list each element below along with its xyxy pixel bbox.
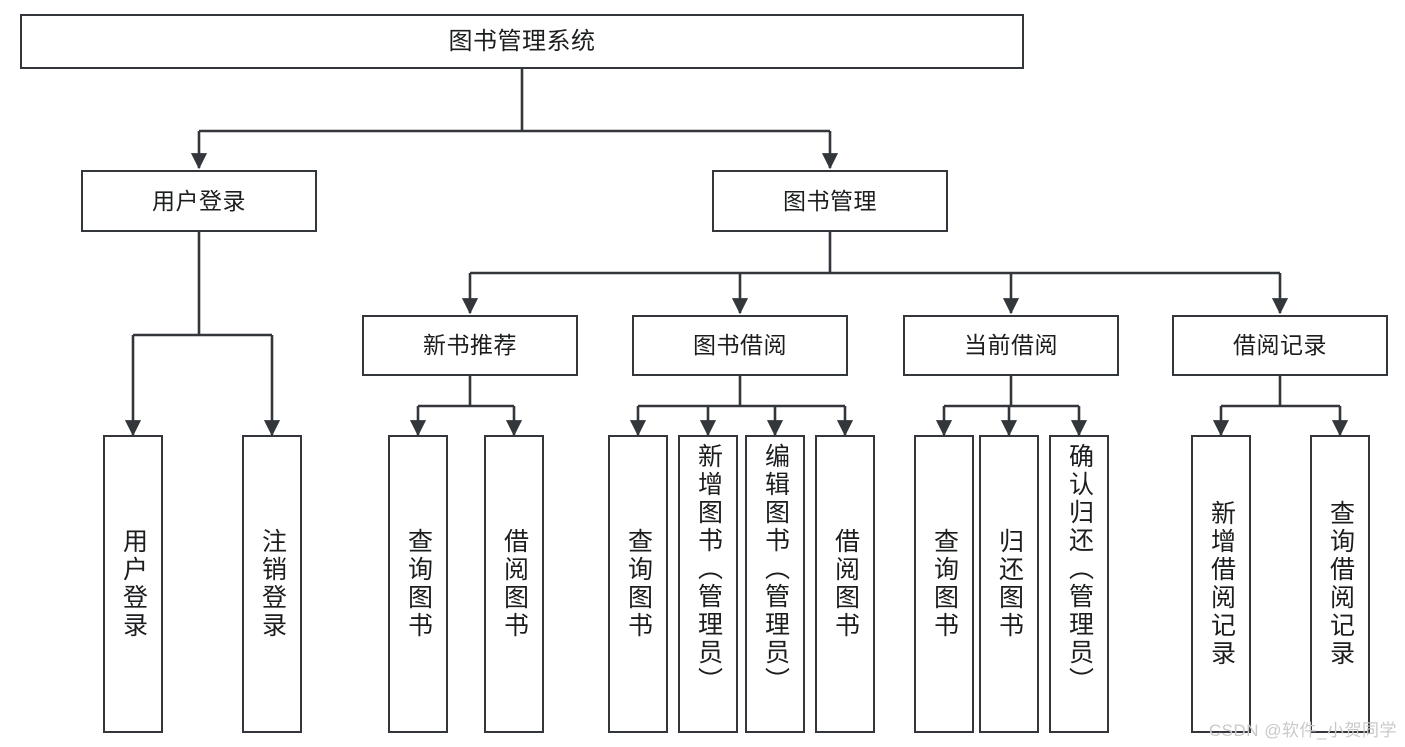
leaf-user-logout[interactable]: 注销登录: [242, 435, 302, 733]
node-borrow-record[interactable]: 借阅记录: [1172, 315, 1388, 376]
leaf-borrow-book-borrow[interactable]: 借阅图书: [815, 435, 875, 733]
leaf-add-book-admin[interactable]: 新增图书（管理员）: [678, 435, 738, 733]
leaf-query-book-current[interactable]: 查询图书: [914, 435, 974, 733]
node-label: 查询图书: [404, 528, 433, 640]
leaf-confirm-return-admin[interactable]: 确认归还（管理员）: [1049, 435, 1109, 733]
csdn-watermark: CSDN @软件_小贺同学: [1208, 721, 1397, 740]
node-user-login[interactable]: 用户登录: [81, 170, 317, 232]
leaf-return-book[interactable]: 归还图书: [979, 435, 1039, 733]
node-label: 注销登录: [258, 528, 287, 640]
node-label: 归还图书: [995, 528, 1024, 640]
node-root-system[interactable]: 图书管理系统: [20, 14, 1024, 69]
node-label: 借阅记录: [1233, 332, 1327, 359]
leaf-edit-book-admin[interactable]: 编辑图书（管理员）: [745, 435, 805, 733]
node-label: 当前借阅: [964, 332, 1058, 359]
leaf-query-book-borrow[interactable]: 查询图书: [608, 435, 668, 733]
node-label: 用户登录: [152, 187, 246, 214]
leaf-query-borrow-record[interactable]: 查询借阅记录: [1310, 435, 1370, 733]
node-label: 新增图书（管理员）: [694, 443, 723, 695]
node-label: 查询图书: [624, 528, 653, 640]
node-label: 用户登录: [119, 528, 148, 640]
node-label: 借阅图书: [831, 528, 860, 640]
node-label: 编辑图书（管理员）: [761, 443, 790, 695]
node-label: 查询借阅记录: [1326, 500, 1355, 668]
node-label: 新增借阅记录: [1207, 500, 1236, 668]
node-current-borrow[interactable]: 当前借阅: [903, 315, 1119, 376]
node-label: 图书管理: [783, 187, 877, 214]
node-book-management[interactable]: 图书管理: [712, 170, 948, 232]
node-book-borrow[interactable]: 图书借阅: [632, 315, 848, 376]
leaf-query-book-new[interactable]: 查询图书: [388, 435, 448, 733]
node-label: 图书借阅: [693, 332, 787, 359]
node-label: 借阅图书: [500, 528, 529, 640]
node-label: 图书管理系统: [448, 27, 596, 55]
node-label: 新书推荐: [423, 332, 517, 359]
node-label: 确认归还（管理员）: [1065, 443, 1094, 695]
leaf-user-login[interactable]: 用户登录: [103, 435, 163, 733]
leaf-borrow-book-new[interactable]: 借阅图书: [484, 435, 544, 733]
leaf-add-borrow-record[interactable]: 新增借阅记录: [1191, 435, 1251, 733]
node-new-book-recommend[interactable]: 新书推荐: [362, 315, 578, 376]
node-label: 查询图书: [930, 528, 959, 640]
